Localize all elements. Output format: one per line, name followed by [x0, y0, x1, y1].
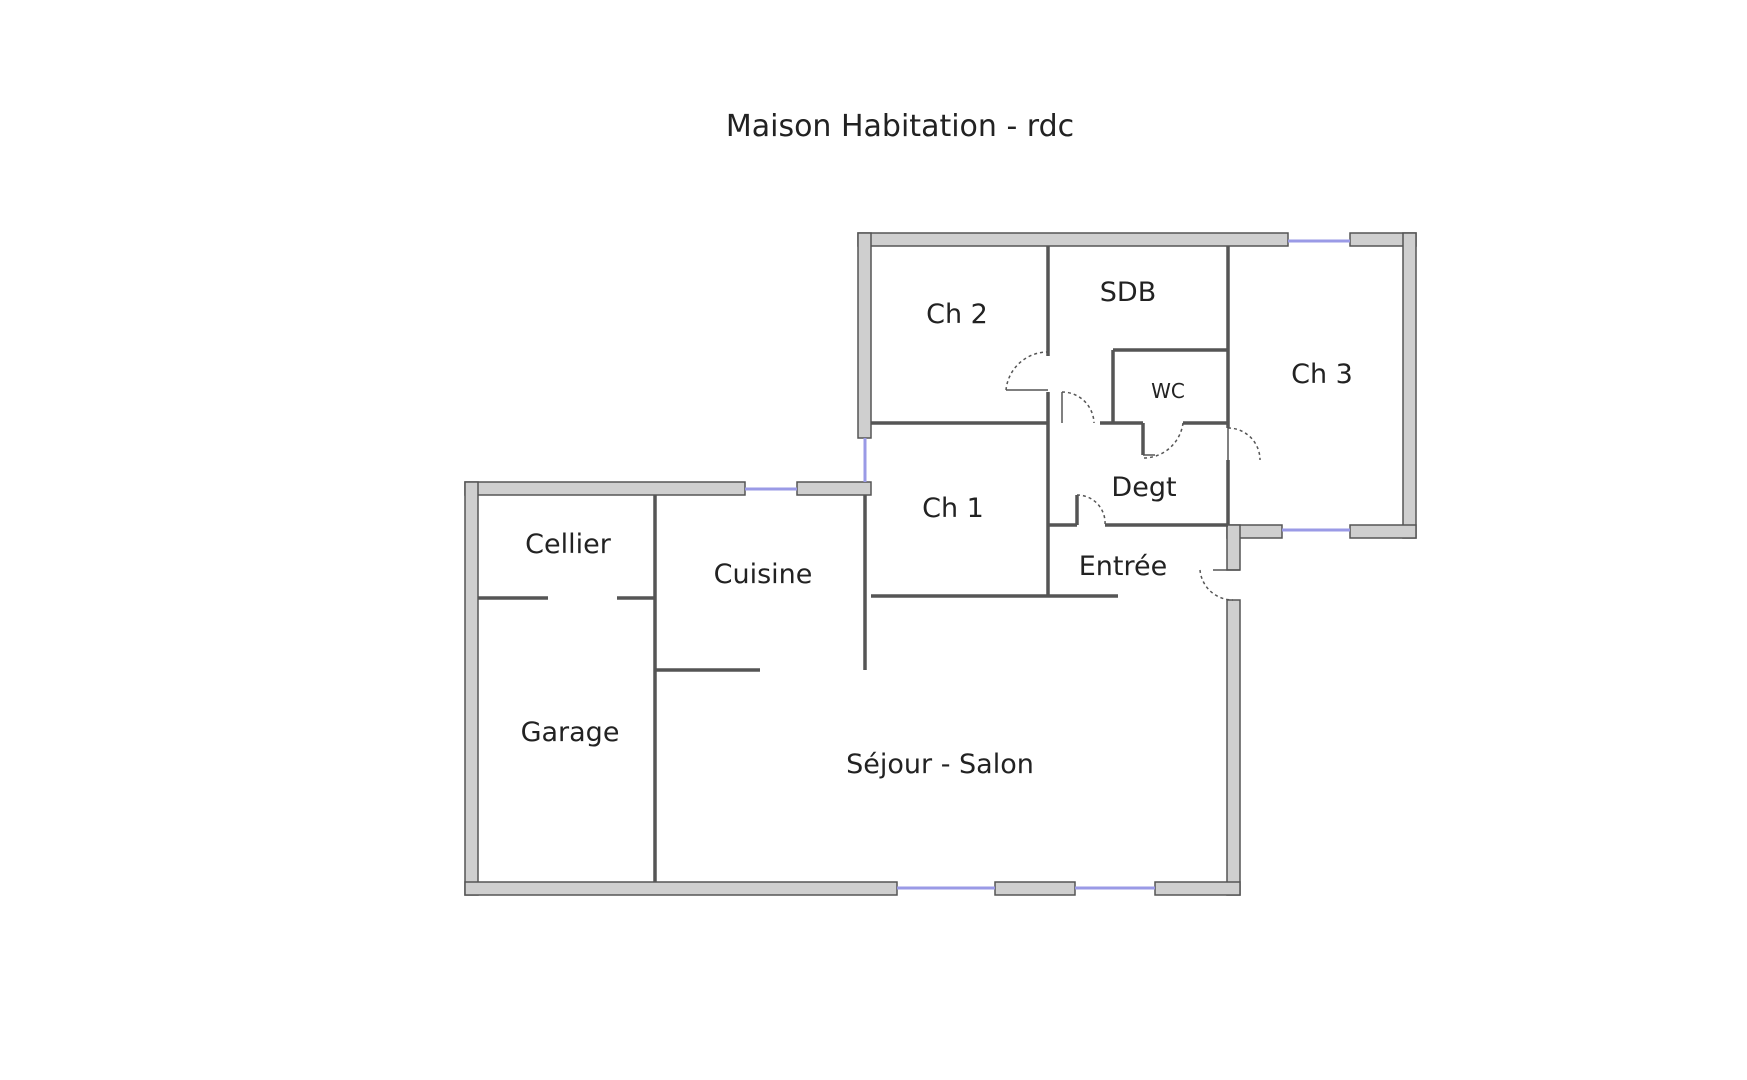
door-ch3-swing: [1227, 427, 1261, 461]
wall-top-garage: [464, 481, 746, 496]
room-labels: Ch 2 SDB WC Ch 3 Ch 1 Degt Entrée Cellie…: [521, 277, 1353, 780]
wall-bottom-left: [464, 881, 898, 896]
room-label-cellier: Cellier: [525, 529, 612, 560]
room-label-garage: Garage: [521, 717, 620, 748]
room-label-sdb: SDB: [1100, 277, 1156, 308]
room-label-degt: Degt: [1111, 472, 1176, 503]
room-label-ch1: Ch 1: [922, 493, 984, 524]
wall-right-lower: [1226, 599, 1241, 896]
wall-ch3-bottom-right: [1349, 524, 1417, 539]
wall-top-cuisine: [796, 481, 872, 496]
wall-bottom-right: [1154, 881, 1241, 896]
windows: [745, 239, 1350, 890]
plan-title: Maison Habitation - rdc: [726, 109, 1074, 144]
door-degt-lower-swing: [1076, 494, 1106, 526]
room-label-entree: Entrée: [1079, 551, 1168, 582]
wall-left-lower: [464, 481, 479, 896]
room-label-ch2: Ch 2: [926, 299, 988, 330]
door-ch2-swing: [1005, 351, 1049, 391]
outer-walls: [464, 232, 1417, 896]
door-degt-upper-swing: [1061, 391, 1095, 424]
door-wc-swing: [1142, 422, 1184, 459]
room-label-cuisine: Cuisine: [714, 559, 813, 590]
wall-left-upper: [857, 232, 872, 439]
doors: [1005, 351, 1261, 601]
room-label-ch3: Ch 3: [1291, 359, 1353, 390]
wall-top-left-segment: [857, 232, 1289, 247]
room-label-wc: WC: [1151, 379, 1185, 403]
wall-bottom-middle: [994, 881, 1076, 896]
wall-entree-jog: [1226, 524, 1241, 571]
door-entree-swing: [1199, 569, 1234, 601]
wall-right-upper: [1402, 232, 1417, 539]
interior-walls: [478, 246, 1230, 882]
room-label-sejour: Séjour - Salon: [846, 749, 1034, 780]
